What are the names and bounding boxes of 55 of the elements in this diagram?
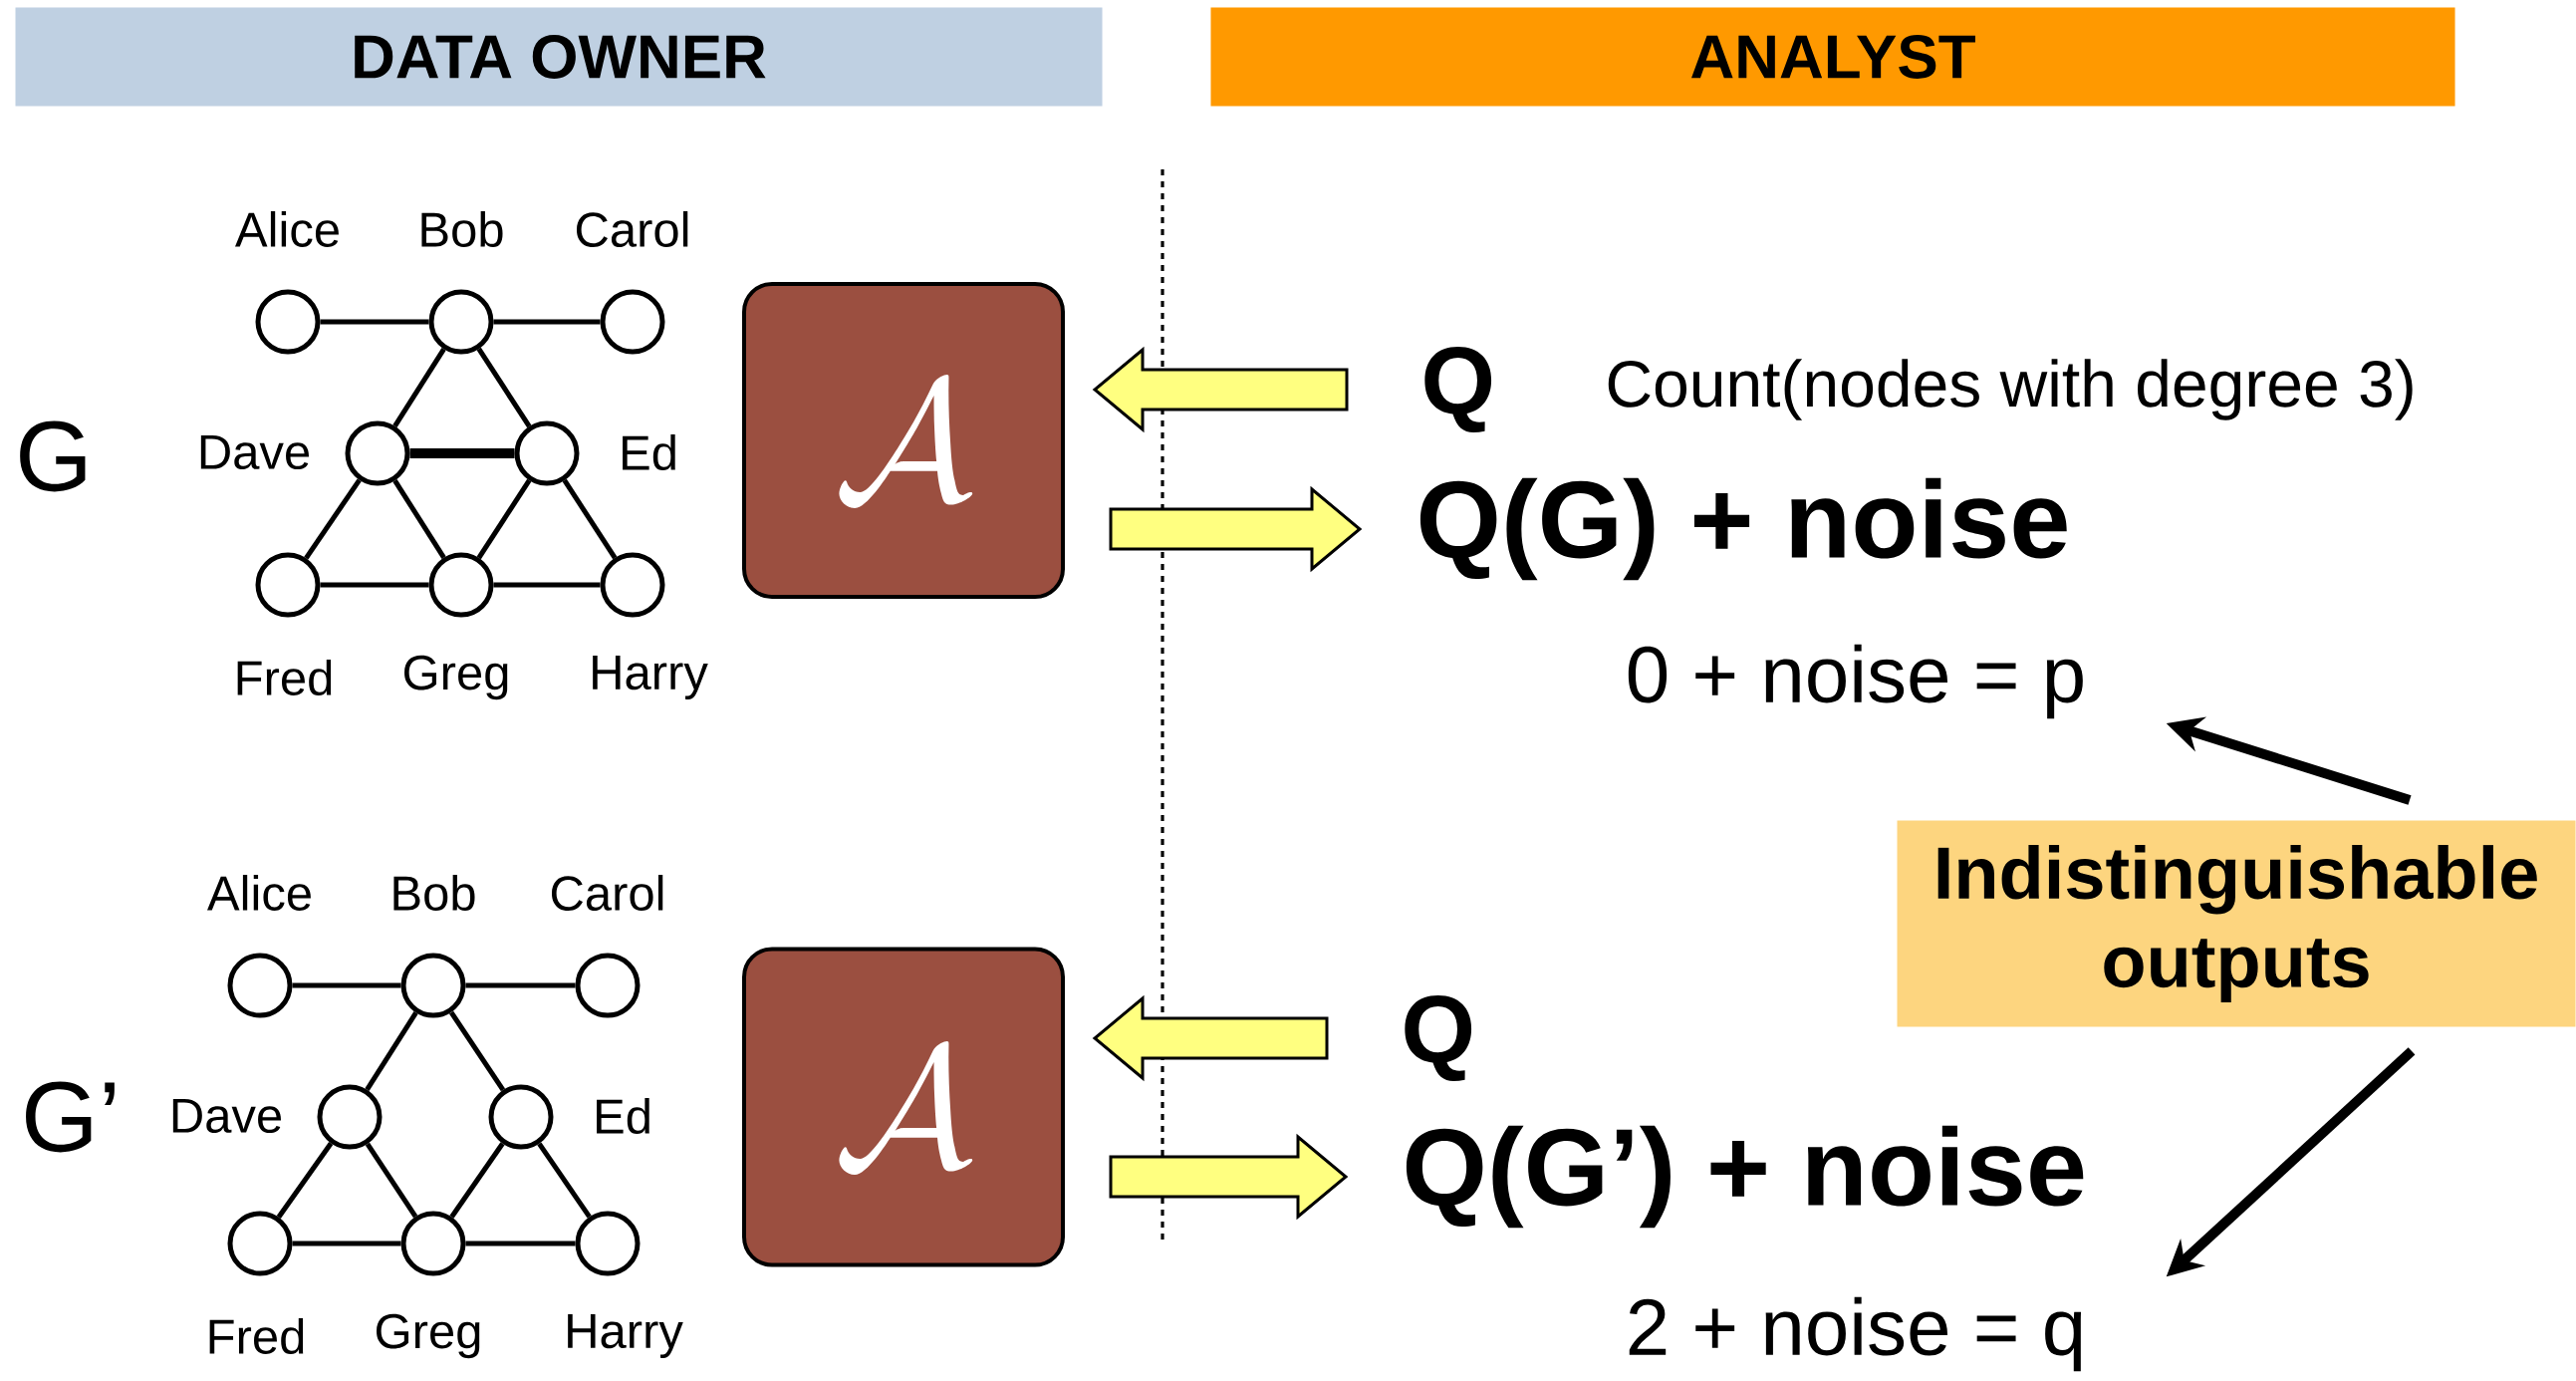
vertex-label: Carol	[551, 875, 663, 911]
vertex-label: Fred	[237, 660, 332, 695]
graph-edge	[562, 478, 618, 560]
graph-edge	[304, 478, 362, 560]
block-arrow	[1109, 1133, 1349, 1221]
output-label: Q(G) + noise	[1419, 477, 2067, 581]
graph-edge	[365, 1142, 418, 1219]
graph-label: G’	[26, 1081, 115, 1153]
output-equation: 2 + noise = q	[1629, 1296, 2082, 1372]
query-label: Q	[1405, 995, 1472, 1081]
block-arrow	[1092, 994, 1329, 1082]
block-arrow	[1092, 346, 1349, 433]
graph-edge	[465, 1241, 576, 1246]
callout-box: Indistinguishable outputs	[1897, 820, 2576, 1027]
block-arrow	[1109, 485, 1363, 573]
graph-edge	[465, 982, 576, 988]
graph-edge	[476, 478, 532, 560]
vertex-label: Bob	[393, 875, 475, 911]
graph-edge	[493, 582, 601, 588]
graph-edge	[449, 1142, 505, 1219]
vertex-label: Dave	[172, 1098, 281, 1134]
graph-edge	[276, 1142, 334, 1219]
vertex-label: Carol	[576, 211, 688, 247]
graph-label: G	[20, 420, 86, 492]
header-bar: ANALYST	[1210, 7, 2455, 107]
vertex-label: Fred	[209, 1318, 304, 1354]
vertex-label: Dave	[200, 434, 309, 470]
algorithm-box: $\mathcal{A}$	[742, 947, 1065, 1267]
graph-edge	[320, 319, 429, 325]
graph-edge	[292, 1241, 401, 1246]
graph-edge	[537, 1142, 592, 1219]
query-description: Count(nodes with degree 3)	[1608, 359, 2413, 420]
vertex-label: Harry	[593, 656, 708, 699]
vertex-label: Bob	[421, 211, 503, 247]
graph-edge	[493, 319, 601, 325]
vertex-label: Greg	[404, 655, 508, 700]
vertex-label: Harry	[568, 1314, 683, 1358]
graph-edge	[448, 1010, 506, 1092]
output-label: Q(G’) + noise	[1406, 1125, 2084, 1229]
graph-edge	[392, 479, 446, 559]
graph-edge	[392, 348, 446, 427]
algorithm-box: $\mathcal{A}$	[742, 282, 1065, 599]
vertex-label: Alice	[235, 211, 339, 247]
vertex-label: Ed	[623, 434, 675, 470]
header-bar: DATA OWNER	[15, 7, 1103, 107]
output-equation: 0 + noise = p	[1628, 644, 2083, 719]
graph-edge	[320, 582, 429, 588]
vertex-label: Ed	[597, 1098, 649, 1134]
graph-edge	[476, 347, 532, 428]
vertex-label: Greg	[377, 1313, 480, 1359]
graph-edge	[365, 1011, 418, 1091]
graph-edge	[292, 982, 401, 988]
vertex-label: Alice	[207, 875, 311, 911]
query-label: Q	[1424, 347, 1492, 432]
graph-edge	[409, 448, 515, 458]
